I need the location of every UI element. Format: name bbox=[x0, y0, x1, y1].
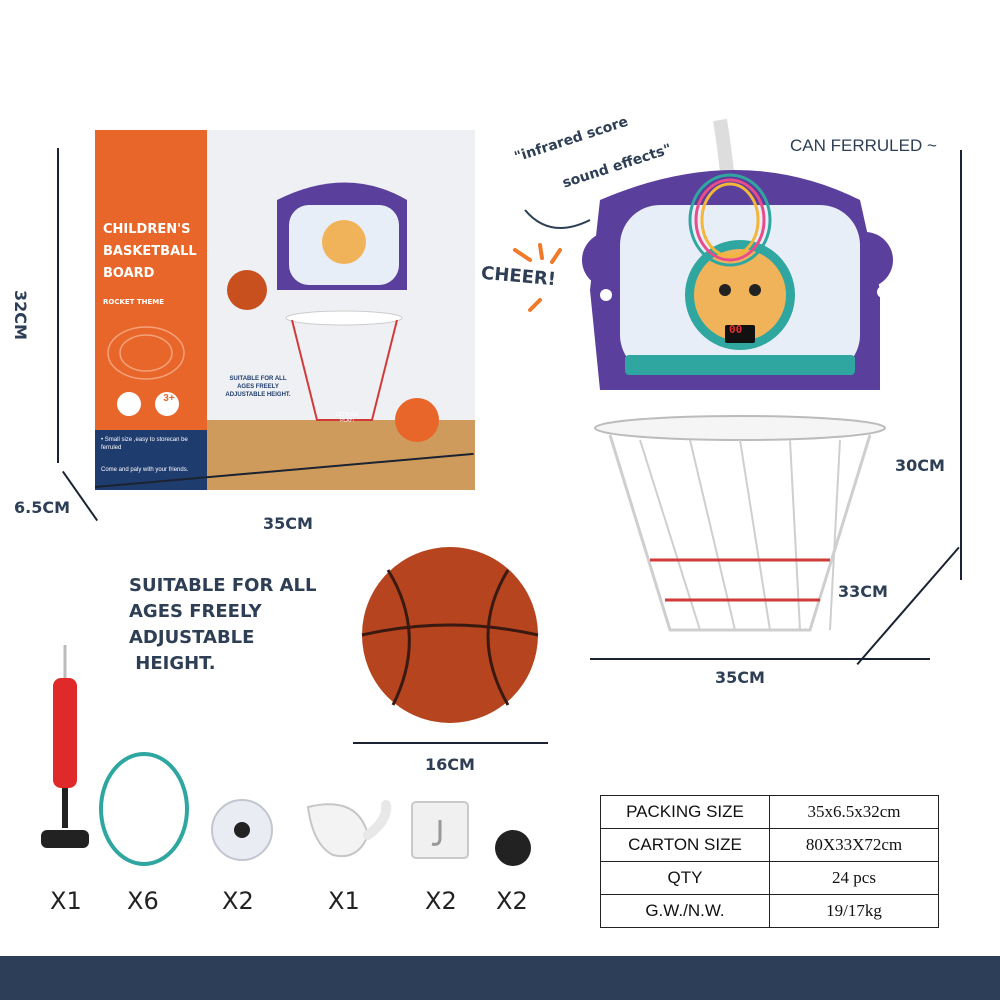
rubber-pad-icon bbox=[495, 830, 531, 866]
box-height-label: 32CM bbox=[11, 290, 30, 340]
spec-label: PACKING SIZE bbox=[600, 795, 770, 829]
box-line-art bbox=[107, 326, 185, 380]
spec-value: 19/17kg bbox=[769, 894, 939, 928]
go-badge: LET'S GO PLAY! bbox=[335, 412, 359, 424]
box-title-line3: BOARD bbox=[103, 266, 155, 281]
adhesive-hook-qty: X2 bbox=[425, 887, 457, 915]
spec-value: 35x6.5x32cm bbox=[769, 795, 939, 829]
box-bottom-text: Come and paly with your friends. bbox=[101, 467, 189, 473]
footer-band bbox=[0, 956, 1000, 1000]
pump-icon bbox=[41, 645, 89, 848]
hoop-rim bbox=[594, 415, 886, 441]
box-title-line2: BASKETBALL bbox=[103, 244, 197, 259]
ring-qty: X6 bbox=[127, 887, 159, 915]
spec-label: G.W./N.W. bbox=[600, 894, 770, 928]
age-badge: 3+ bbox=[163, 393, 175, 404]
suitable-line3: ADJUSTABLE bbox=[129, 627, 255, 648]
suitable-line4: HEIGHT. bbox=[129, 653, 216, 674]
scoreboard-display: 00 bbox=[729, 323, 743, 336]
suitable-line2: AGES FREELY bbox=[129, 601, 262, 622]
table-row: PACKING SIZE 35x6.5x32cm bbox=[600, 795, 939, 829]
box-side-text: SUITABLE FOR ALL AGES FREELY ADJUSTABLE … bbox=[225, 376, 291, 398]
specs-table: PACKING SIZE 35x6.5x32cm CARTON SIZE 80X… bbox=[600, 795, 939, 928]
suction-cup-icon bbox=[211, 799, 273, 861]
box-subtitle: ROCKET THEME bbox=[103, 298, 165, 306]
suction-cup-qty: X2 bbox=[222, 887, 254, 915]
box-feature-text: • Small size ,easy to storecan be ferrul… bbox=[101, 437, 188, 451]
net-depth-label: 33CM bbox=[838, 582, 888, 601]
box-height-line bbox=[57, 148, 59, 463]
box-bottom-band: • Small size ,easy to storecan be ferrul… bbox=[95, 430, 207, 490]
box-width-label: 35CM bbox=[263, 514, 313, 533]
product-box-image: CHILDREN'S BASKETBALL BOARD ROCKET THEME… bbox=[95, 130, 475, 490]
hoop-height-line bbox=[960, 150, 962, 580]
adhesive-hook-icon bbox=[411, 801, 469, 859]
hoop-width-line bbox=[590, 658, 930, 660]
hook-clip-icon bbox=[306, 800, 392, 857]
table-row: CARTON SIZE 80X33X72cm bbox=[600, 828, 939, 862]
hook-clip-qty: X1 bbox=[328, 887, 360, 915]
hoop-height-label: 30CM bbox=[895, 456, 945, 475]
suitable-line1: SUITABLE FOR ALL bbox=[129, 575, 317, 596]
box-depth-label: 6.5CM bbox=[14, 498, 71, 517]
cheer-burst-icon bbox=[513, 243, 562, 312]
box-title-line1: CHILDREN'S bbox=[103, 222, 191, 237]
spec-value: 24 pcs bbox=[769, 861, 939, 895]
can-ferruled-label: CAN FERRULED ~ bbox=[790, 136, 937, 155]
suitable-text-block: SUITABLE FOR ALL AGES FREELY ADJUSTABLE … bbox=[129, 573, 316, 677]
ball-width-line bbox=[353, 742, 548, 744]
callout-arrow bbox=[524, 209, 591, 229]
ring-icon bbox=[99, 752, 189, 866]
spec-label: QTY bbox=[600, 861, 770, 895]
basketball-hoop-image bbox=[582, 118, 893, 632]
spec-label: CARTON SIZE bbox=[600, 828, 770, 862]
basketball-image bbox=[361, 547, 539, 723]
hoop-width-label: 35CM bbox=[715, 668, 765, 687]
table-row: QTY 24 pcs bbox=[600, 861, 939, 895]
table-row: G.W./N.W. 19/17kg bbox=[600, 894, 939, 928]
rubber-pad-qty: X2 bbox=[496, 887, 528, 915]
box-badges bbox=[117, 392, 179, 416]
box-hoop-illustration bbox=[227, 182, 439, 442]
ball-diameter-label: 16CM bbox=[425, 755, 475, 774]
pump-qty: X1 bbox=[50, 887, 82, 915]
spec-value: 80X33X72cm bbox=[769, 828, 939, 862]
